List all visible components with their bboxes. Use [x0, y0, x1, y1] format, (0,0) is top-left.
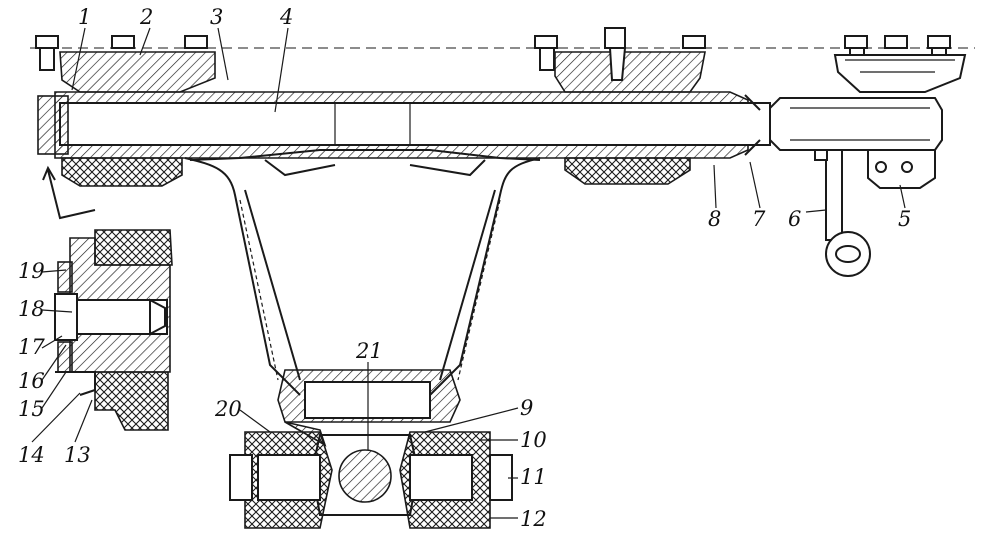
svg-text:15: 15	[18, 397, 45, 421]
a-frame	[184, 149, 541, 396]
svg-text:14: 14	[18, 443, 45, 467]
callout-18: 18	[18, 297, 73, 321]
shaft-end	[744, 94, 943, 156]
left-bracket	[59, 51, 216, 93]
svg-text:11: 11	[520, 465, 547, 489]
svg-text:12: 12	[520, 507, 547, 531]
svg-text:6: 6	[788, 207, 801, 231]
callout-6: 6	[788, 207, 827, 231]
callout-20: 20	[214, 397, 271, 433]
svg-text:19: 19	[18, 259, 45, 283]
svg-text:7: 7	[752, 207, 766, 231]
svg-text:13: 13	[64, 443, 91, 467]
section-arrow	[42, 165, 96, 220]
axle-shaft	[37, 95, 771, 155]
svg-text:18: 18	[18, 297, 45, 321]
svg-text:17: 17	[18, 335, 45, 359]
callout-13: 13	[64, 399, 93, 467]
axle-bushings	[61, 157, 691, 187]
callout-12: 12	[490, 507, 547, 531]
end-bracket	[833, 54, 967, 93]
callout-14: 14	[18, 392, 81, 467]
callout-7: 7	[749, 161, 766, 231]
callouts: 1 2 3 4 5 6 7 8 9 10 11 12 13 14 15 16 1…	[18, 5, 911, 531]
callout-4: 4	[274, 5, 293, 113]
callout-10: 10	[480, 428, 547, 452]
svg-text:16: 16	[18, 369, 45, 393]
svg-text:20: 20	[214, 397, 242, 421]
callout-16: 16	[18, 344, 67, 393]
callout-1: 1	[71, 5, 91, 91]
lower-hub	[229, 369, 513, 529]
svg-text:21: 21	[355, 339, 383, 363]
svg-text:4: 4	[279, 5, 293, 29]
right-bracket	[554, 47, 706, 93]
svg-text:10: 10	[520, 428, 547, 452]
svg-text:2: 2	[139, 5, 153, 29]
callout-2: 2	[139, 5, 153, 56]
callout-8: 8	[708, 164, 721, 231]
callout-11: 11	[508, 465, 547, 489]
svg-text:1: 1	[78, 5, 91, 29]
svg-text:5: 5	[898, 207, 911, 231]
callout-17: 17	[18, 335, 63, 359]
callout-15: 15	[18, 371, 67, 421]
callout-21: 21	[355, 339, 383, 450]
svg-text:9: 9	[520, 396, 533, 420]
callout-9: 9	[424, 396, 533, 433]
svg-text:8: 8	[708, 207, 721, 231]
callout-3: 3	[210, 5, 229, 81]
callout-19: 19	[18, 259, 67, 283]
callout-5: 5	[898, 184, 911, 231]
svg-text:3: 3	[210, 5, 223, 29]
lever-arm	[814, 149, 936, 277]
detail-inset	[54, 229, 173, 431]
